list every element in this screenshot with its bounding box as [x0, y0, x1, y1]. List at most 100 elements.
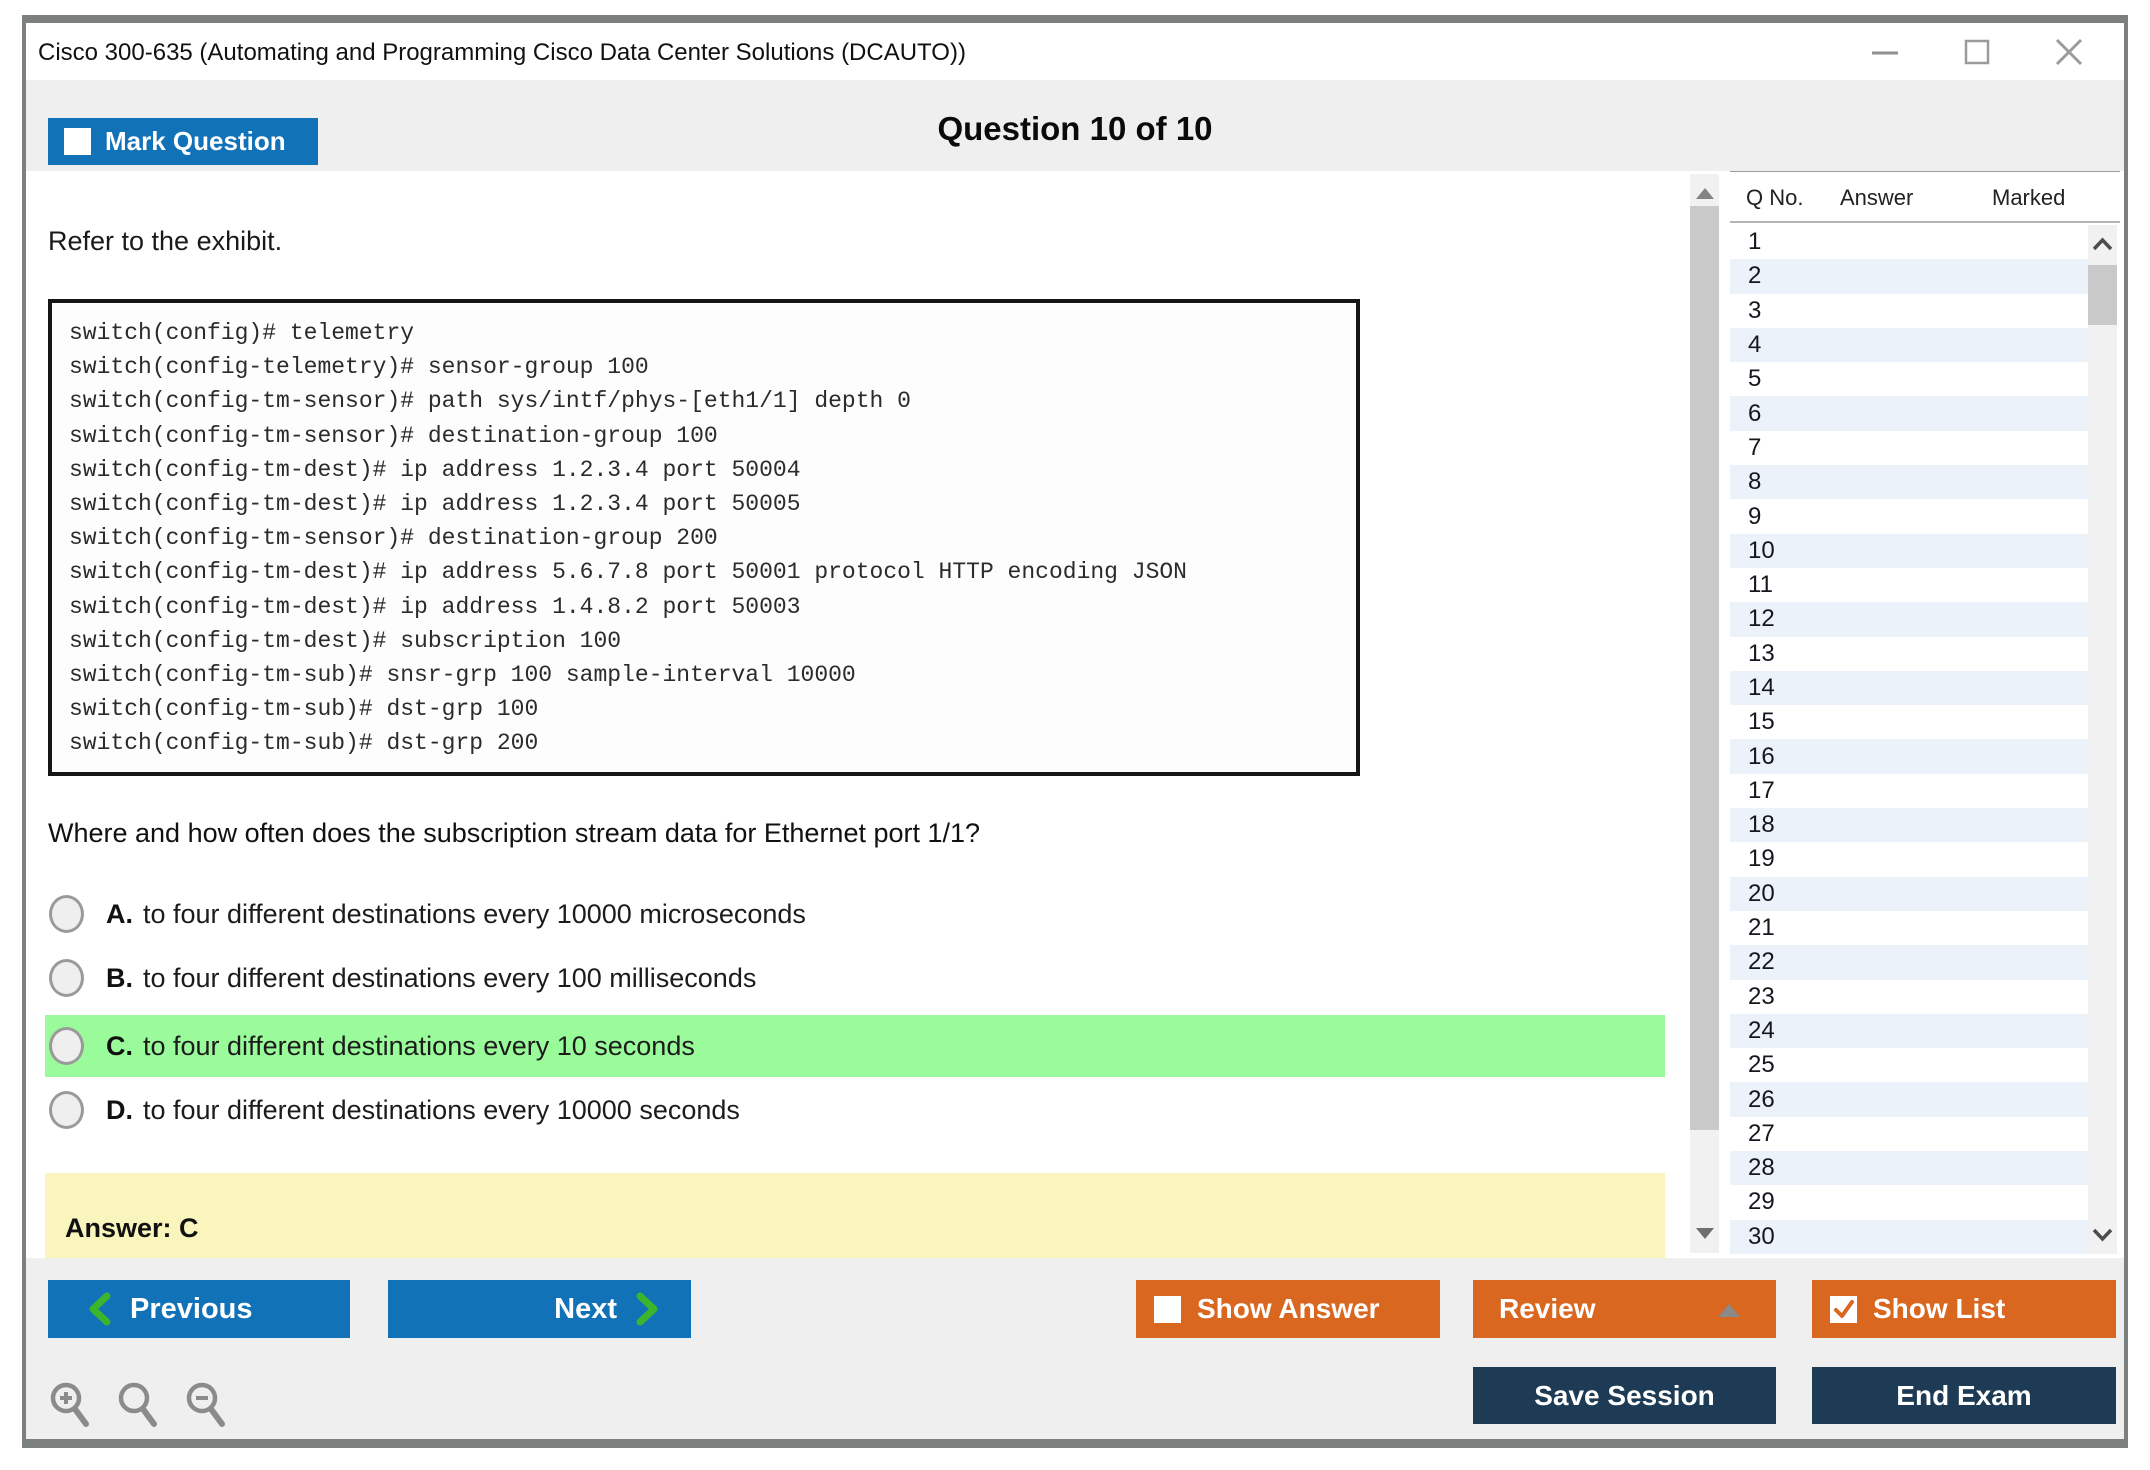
question-list-row[interactable]: 20 — [1730, 876, 2088, 911]
radio-button[interactable] — [49, 959, 84, 997]
question-number: 26 — [1748, 1085, 1775, 1113]
question-list-scrollbar[interactable] — [2088, 225, 2117, 1254]
next-button[interactable]: Next — [388, 1280, 691, 1338]
show-list-label: Show List — [1873, 1293, 2006, 1324]
column-marked: Marked — [1992, 185, 2066, 210]
question-list-row[interactable]: 4 — [1730, 327, 2088, 363]
end-exam-label: End Exam — [1896, 1379, 2032, 1411]
review-button[interactable]: Review — [1473, 1280, 1776, 1338]
question-list-row[interactable]: 19 — [1730, 842, 2088, 877]
question-list-row[interactable]: 18 — [1730, 808, 2088, 843]
footer-toolbar: Previous Next Show Answer Review Show Li… — [26, 1258, 2124, 1439]
question-number: 13 — [1748, 639, 1775, 667]
search-icon[interactable] — [116, 1380, 162, 1430]
column-qno: Q No. — [1746, 185, 1804, 210]
question-number: 15 — [1748, 708, 1775, 736]
question-list-row[interactable]: 27 — [1730, 1116, 2088, 1152]
question-list-row[interactable]: 2 — [1730, 259, 2088, 294]
question-number: 27 — [1748, 1119, 1775, 1147]
close-icon[interactable] — [2054, 37, 2084, 67]
question-list-row[interactable]: 30 — [1730, 1219, 2088, 1254]
question-list-row[interactable]: 24 — [1730, 1013, 2088, 1049]
exhibit-code-line: switch(config-tm-sub)# dst-grp 100 — [69, 696, 539, 723]
question-counter: Question 10 of 10 — [937, 110, 1213, 147]
radio-button[interactable] — [49, 895, 84, 933]
question-list-row[interactable]: 13 — [1730, 636, 2088, 671]
question-prompt: Where and how often does the subscriptio… — [48, 818, 981, 848]
question-list-header: Q No. Answer Marked — [1730, 172, 2120, 223]
scroll-down-icon[interactable] — [1696, 1228, 1714, 1239]
window-title: Cisco 300-635 (Automating and Programmin… — [38, 39, 966, 66]
main-scrollbar-thumb[interactable] — [1690, 206, 1719, 1130]
show-list-checkbox[interactable] — [1830, 1295, 1857, 1323]
question-list-row[interactable]: 1 — [1730, 225, 2088, 260]
list-scrollbar-thumb[interactable] — [2088, 265, 2117, 325]
exhibit-code-line: switch(config-tm-dest)# ip address 5.6.7… — [69, 559, 1187, 586]
show-list-button[interactable]: Show List — [1812, 1280, 2116, 1338]
question-list-row[interactable]: 9 — [1730, 499, 2088, 534]
show-answer-button[interactable]: Show Answer — [1136, 1280, 1440, 1338]
zoom-out-icon[interactable] — [184, 1380, 230, 1430]
question-list-row[interactable]: 22 — [1730, 945, 2088, 980]
option-letter: A. — [106, 898, 133, 929]
question-list-row[interactable]: 23 — [1730, 979, 2088, 1014]
header-strip: Mark Question Question 10 of 10 — [26, 80, 2124, 171]
question-number: 22 — [1748, 948, 1775, 976]
question-list-row[interactable]: 16 — [1730, 739, 2088, 774]
chevron-right-icon — [636, 1292, 658, 1326]
question-list-row[interactable]: 5 — [1730, 362, 2088, 397]
question-list-row[interactable]: 8 — [1730, 465, 2088, 500]
question-number: 12 — [1748, 605, 1775, 633]
question-list-row[interactable]: 7 — [1730, 430, 2088, 466]
question-list-row[interactable]: 29 — [1730, 1185, 2088, 1220]
review-label: Review — [1499, 1293, 1596, 1324]
radio-button[interactable] — [49, 1091, 84, 1129]
save-session-button[interactable]: Save Session — [1473, 1367, 1776, 1424]
answer-option-row[interactable]: D. to four different destinations every … — [45, 1079, 1665, 1141]
question-number: 7 — [1748, 433, 1762, 461]
list-scroll-up-icon[interactable] — [2092, 237, 2113, 251]
maximize-icon[interactable] — [1962, 37, 1992, 67]
question-number: 3 — [1748, 296, 1762, 324]
answer-option-row[interactable]: C. to four different destinations every … — [45, 1015, 1665, 1077]
question-list-row[interactable]: 11 — [1730, 567, 2088, 603]
question-list-row[interactable]: 14 — [1730, 670, 2088, 706]
question-number: 14 — [1748, 674, 1775, 701]
scroll-up-icon[interactable] — [1696, 188, 1714, 199]
question-number: 18 — [1748, 811, 1775, 839]
answer-option-row[interactable]: A. to four different destinations every … — [45, 883, 1665, 945]
end-exam-button[interactable]: End Exam — [1812, 1367, 2116, 1424]
list-scroll-down-icon[interactable] — [2092, 1228, 2113, 1242]
next-label: Next — [554, 1292, 617, 1325]
exhibit-code-line: switch(config-tm-dest)# ip address 1.2.3… — [69, 491, 801, 518]
question-list-row[interactable]: 26 — [1730, 1082, 2088, 1117]
question-list-row[interactable]: 12 — [1730, 602, 2088, 637]
exhibit-code-line: switch(config-tm-dest)# subscription 100 — [69, 627, 622, 654]
show-answer-checkbox[interactable] — [1154, 1295, 1181, 1323]
window-controls — [1870, 23, 2084, 80]
question-list-row[interactable]: 25 — [1730, 1048, 2088, 1083]
minimize-icon[interactable] — [1870, 37, 1900, 67]
question-number: 21 — [1748, 914, 1775, 942]
question-list-row[interactable]: 28 — [1730, 1151, 2088, 1186]
answer-option-row[interactable]: B. to four different destinations every … — [45, 947, 1665, 1009]
question-list-row[interactable]: 17 — [1730, 773, 2088, 809]
question-list-row[interactable]: 3 — [1730, 293, 2088, 328]
zoom-in-icon[interactable] — [48, 1380, 94, 1430]
question-number: 29 — [1748, 1188, 1775, 1216]
exhibit-code-line: switch(config-tm-dest)# ip address 1.2.3… — [69, 456, 801, 483]
question-list-row[interactable]: 10 — [1730, 533, 2088, 568]
question-list-row[interactable]: 15 — [1730, 705, 2088, 740]
exhibit-code-line: switch(config-telemetry)# sensor-group 1… — [69, 354, 649, 381]
question-list-row[interactable]: 21 — [1730, 910, 2088, 946]
main-scrollbar[interactable] — [1690, 174, 1719, 1253]
question-number: 20 — [1748, 879, 1775, 907]
question-number: 10 — [1748, 536, 1775, 564]
mark-question-button[interactable]: Mark Question — [48, 118, 318, 165]
question-list-row[interactable]: 6 — [1730, 396, 2088, 431]
question-number: 28 — [1748, 1154, 1775, 1182]
radio-button[interactable] — [49, 1027, 84, 1065]
mark-question-checkbox[interactable] — [64, 128, 91, 155]
question-number: 4 — [1748, 331, 1762, 359]
previous-button[interactable]: Previous — [48, 1280, 350, 1338]
